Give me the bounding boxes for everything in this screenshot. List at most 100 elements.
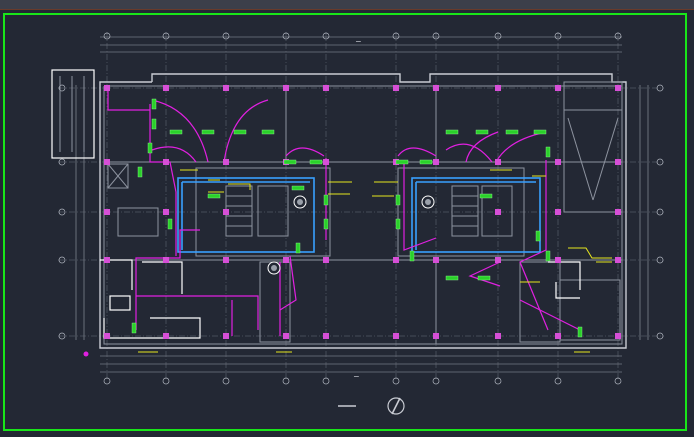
axis-bubble [656, 84, 664, 92]
axis-bubble [162, 377, 170, 385]
lamp [535, 230, 541, 242]
lamp [233, 129, 247, 135]
north-arrow-icon [387, 397, 405, 415]
column [323, 159, 329, 165]
axis-bubble [392, 32, 400, 40]
axis-bubble [656, 208, 664, 216]
lamp [533, 129, 547, 135]
lamp [445, 129, 459, 135]
lamp [505, 129, 519, 135]
axis-bubble [656, 158, 664, 166]
lamp [475, 129, 489, 135]
column [223, 333, 229, 339]
lamp [207, 193, 221, 199]
column [104, 85, 110, 91]
column [555, 85, 561, 91]
axis-bubble [322, 377, 330, 385]
lamp [291, 185, 305, 191]
interior-walls [104, 86, 622, 344]
column [393, 257, 399, 263]
column [223, 209, 229, 215]
axis-bubble [614, 32, 622, 40]
column [163, 209, 169, 215]
column [163, 159, 169, 165]
column [615, 85, 621, 91]
lamp [295, 242, 301, 254]
column [163, 333, 169, 339]
column [555, 159, 561, 165]
axis-bubble [162, 32, 170, 40]
axis-bubble [494, 377, 502, 385]
lamp [395, 218, 401, 230]
axis-bubble [322, 32, 330, 40]
column [495, 257, 501, 263]
column [393, 85, 399, 91]
column [223, 85, 229, 91]
lamp [131, 322, 137, 334]
window-top-bar [0, 0, 694, 10]
axis-bubble [656, 256, 664, 264]
column [615, 333, 621, 339]
lamp [169, 129, 183, 135]
column [104, 159, 110, 165]
lamp [151, 118, 157, 130]
axis-bubble [494, 32, 502, 40]
axis-bubble [58, 84, 66, 92]
column [104, 209, 110, 215]
electrical-wiring [107, 88, 581, 336]
lamp [261, 129, 275, 135]
column [104, 257, 110, 263]
lamp [545, 250, 551, 262]
axis-bubble [554, 377, 562, 385]
lamp [395, 159, 409, 165]
axis-bubble [103, 377, 111, 385]
lamp [479, 193, 493, 199]
lamp [323, 218, 329, 230]
lamp [477, 275, 491, 281]
lamp [309, 159, 323, 165]
light-fixtures [131, 98, 583, 338]
axis-bubble [614, 377, 622, 385]
column [323, 333, 329, 339]
column [163, 257, 169, 263]
column [615, 209, 621, 215]
axis-bubble [432, 377, 440, 385]
column [615, 257, 621, 263]
lamp [395, 194, 401, 206]
axis-bubble [282, 377, 290, 385]
drawing-viewport[interactable] [0, 10, 694, 437]
column [555, 257, 561, 263]
structural-columns [104, 85, 621, 339]
air-duct-left [177, 177, 315, 253]
column [433, 333, 439, 339]
lamp [545, 146, 551, 158]
column [555, 333, 561, 339]
axis-bubble [103, 32, 111, 40]
lamp [409, 250, 415, 262]
column [223, 159, 229, 165]
lamp [147, 142, 153, 154]
top-dimension-lines: ━━ [100, 36, 622, 53]
column [555, 209, 561, 215]
column [283, 85, 289, 91]
air-duct-right [411, 177, 541, 253]
lamp [445, 275, 459, 281]
column [323, 257, 329, 263]
dimension-text-top: ━━ [355, 39, 361, 44]
lamp [283, 159, 297, 165]
axis-bubble [392, 377, 400, 385]
column [283, 333, 289, 339]
grid-axes-vertical [106, 32, 619, 380]
column [495, 333, 501, 339]
axis-bubble [222, 32, 230, 40]
axis-bubble [656, 332, 664, 340]
lamp [167, 218, 173, 230]
axis-bubble [432, 32, 440, 40]
column [223, 257, 229, 263]
column [163, 85, 169, 91]
axis-bubble [58, 332, 66, 340]
lamp [137, 166, 143, 178]
axis-bubble [282, 32, 290, 40]
annotation-leaders [138, 169, 612, 353]
